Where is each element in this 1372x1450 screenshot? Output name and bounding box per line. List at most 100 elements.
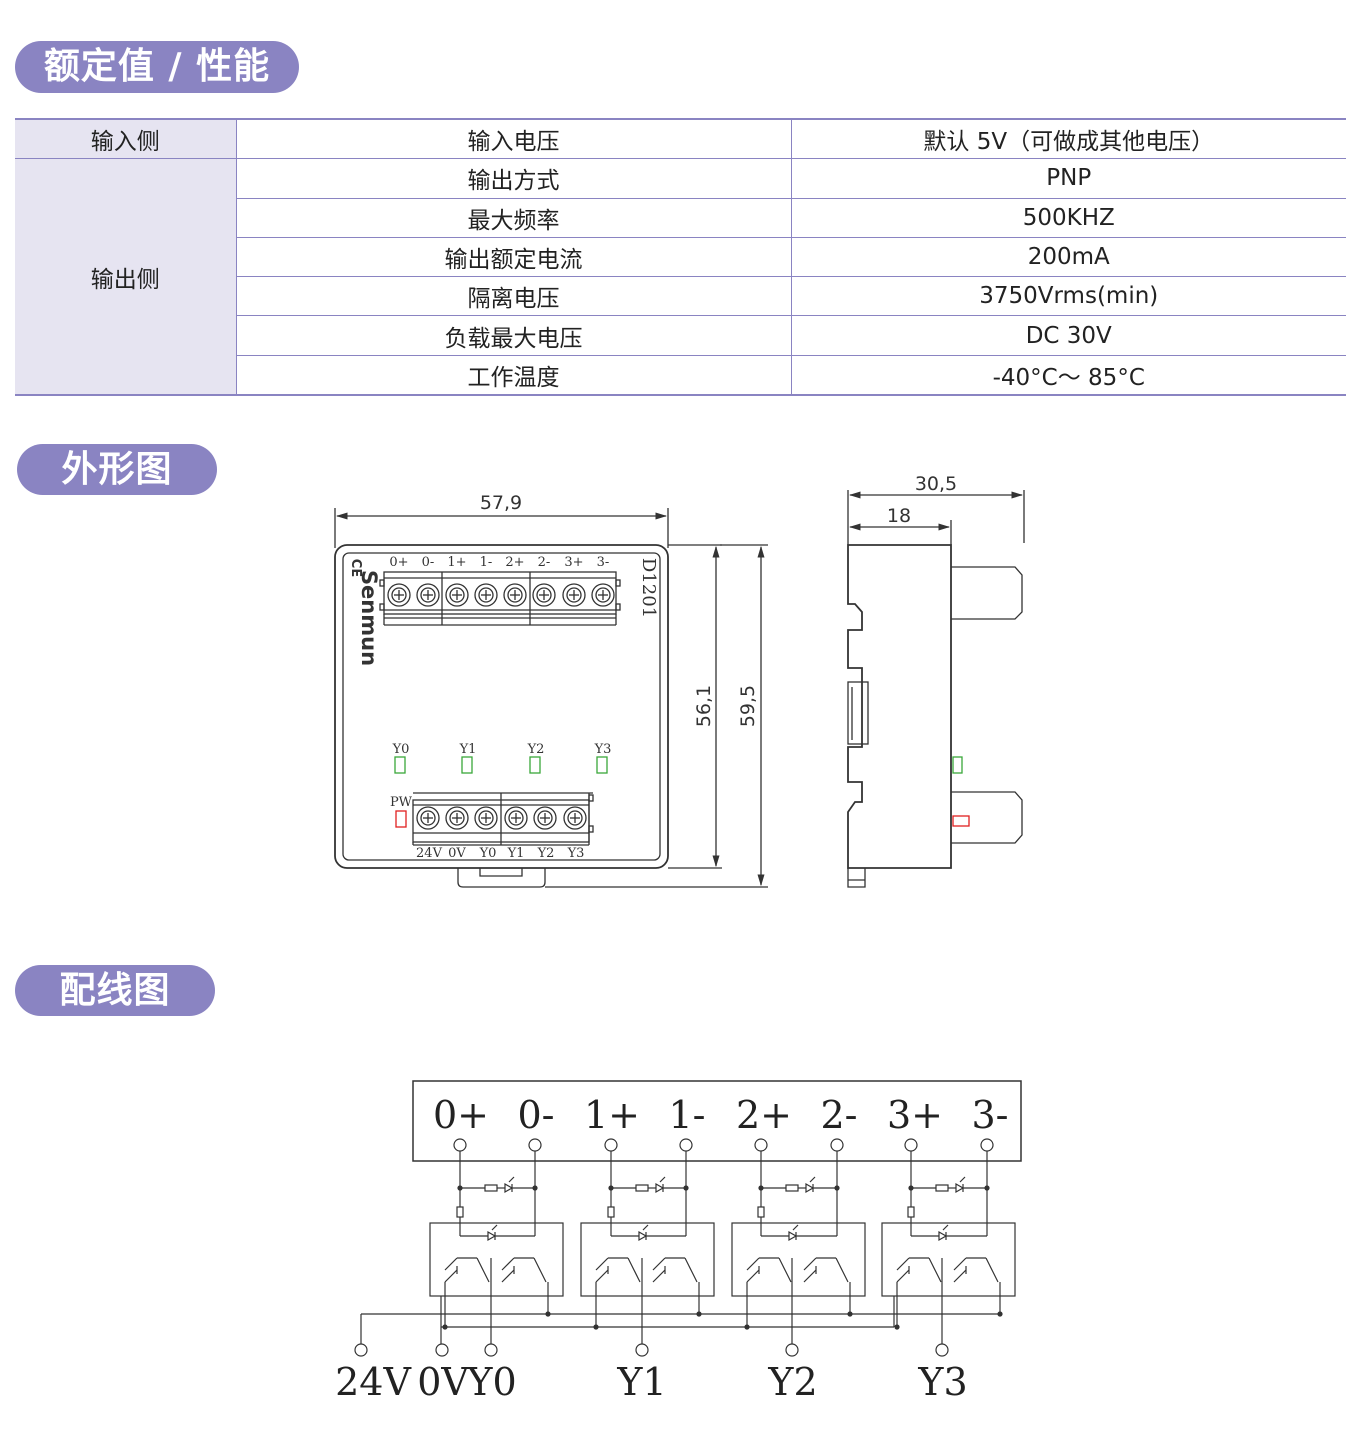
screw-icon — [532, 583, 556, 607]
terminal-label: Y3 — [567, 846, 585, 861]
screw-icon — [387, 583, 411, 607]
input-terminal — [453, 1138, 467, 1152]
brand-logo: Senmun — [357, 570, 381, 666]
rail-depth-label: 18 — [887, 505, 911, 527]
table-row: 输入侧 输入电压 默认 5V（可做成其他电压） — [15, 119, 1346, 160]
output-label: Y3 — [917, 1360, 967, 1404]
input-terminal — [980, 1138, 994, 1152]
terminal-label: 2+ — [505, 555, 524, 570]
inner-height-label: 56,1 — [693, 685, 715, 727]
table-row: 输出额定电流 200mA — [15, 237, 1346, 278]
value-cell: PNP — [791, 158, 1346, 199]
front-view — [334, 508, 768, 888]
output-label: Y2 — [767, 1360, 817, 1404]
param-cell: 输出额定电流 — [236, 237, 792, 278]
module-body — [334, 544, 669, 869]
model-label: D1201 — [638, 558, 659, 618]
input-terminal — [830, 1138, 844, 1152]
output-label: Y1 — [616, 1360, 666, 1404]
optocoupler — [580, 1222, 715, 1297]
side-profile — [847, 544, 952, 869]
led-y1 — [461, 756, 473, 774]
terminal-label: 0V — [448, 846, 466, 861]
value-cell: 3750Vrms(min) — [791, 276, 1346, 317]
led-pw — [395, 810, 407, 828]
screw-icon — [504, 806, 528, 830]
terminal-label: 0- — [422, 555, 435, 570]
input-terminal — [528, 1138, 542, 1152]
output-label: 24V — [335, 1360, 411, 1404]
side-terminal-bottom — [951, 791, 1023, 844]
isolation-channel — [429, 1138, 564, 1344]
output-terminal-24v — [354, 1343, 368, 1357]
optocoupler — [731, 1222, 866, 1297]
output-terminal-0v — [435, 1343, 449, 1357]
screw-icon — [474, 583, 498, 607]
table-row: 隔离电压 3750Vrms(min) — [15, 276, 1346, 317]
top-terminal-block — [383, 571, 617, 615]
output-terminal-y3 — [935, 1343, 949, 1357]
output-terminal-y2 — [785, 1343, 799, 1357]
isolation-channel — [881, 1138, 1016, 1344]
led-y3 — [596, 756, 608, 774]
input-label: 1+ — [584, 1093, 640, 1137]
isolation-channel — [731, 1138, 866, 1344]
param-cell: 最大频率 — [236, 198, 792, 238]
terminal-label: Y0 — [479, 846, 497, 861]
led-y0 — [394, 756, 406, 774]
width-label: 57,9 — [480, 492, 522, 514]
value-cell: -40°C～ 85°C — [791, 355, 1346, 396]
ce-mark: CE — [348, 559, 363, 577]
output-side-label: 输出侧 — [15, 158, 237, 396]
screw-icon — [563, 806, 587, 830]
value-cell: 默认 5V（可做成其他电压） — [791, 119, 1346, 160]
terminal-label: Y1 — [507, 846, 525, 861]
input-label: 1- — [668, 1093, 705, 1137]
terminal-label: 3- — [597, 555, 610, 570]
section-title-rating: 额定值 / 性能 — [15, 41, 299, 93]
led-label: Y3 — [594, 742, 612, 757]
terminal-label: 1+ — [447, 555, 466, 570]
value-cell: 500KHZ — [791, 198, 1346, 238]
screw-icon — [503, 583, 527, 607]
table-row: 输出侧 输出方式 PNP — [15, 158, 1346, 396]
side-view — [847, 490, 1025, 888]
isolation-channel — [580, 1138, 715, 1344]
screw-icon — [591, 583, 615, 607]
terminal-label: 24V — [416, 846, 443, 861]
depth-label: 30,5 — [915, 473, 957, 495]
led-y2 — [529, 756, 541, 774]
input-terminal — [604, 1138, 618, 1152]
table-row: 最大频率 500KHZ — [15, 198, 1346, 238]
output-terminal-y0 — [484, 1343, 498, 1357]
screw-icon — [533, 806, 557, 830]
screw-icon — [445, 583, 469, 607]
param-cell: 输出方式 — [236, 158, 792, 199]
screw-icon — [562, 583, 586, 607]
terminal-label: 0+ — [389, 555, 408, 570]
side-terminal-top — [951, 566, 1023, 620]
din-clip — [457, 868, 546, 888]
input-label: 2+ — [736, 1093, 792, 1137]
input-label: 3+ — [887, 1093, 943, 1137]
output-label: Y0 — [466, 1360, 516, 1404]
outer-height-label: 59,5 — [737, 685, 759, 727]
optocoupler — [429, 1222, 564, 1297]
screw-icon — [416, 583, 440, 607]
table-row: 工作温度 -40°C～ 85°C — [15, 355, 1346, 396]
led-label: Y2 — [527, 742, 545, 757]
input-terminal-block — [412, 1080, 1022, 1162]
front-view-labels: 57,9 56,1 59,5 Senmun CE D1201 0+ 0- 1+ … — [348, 492, 759, 861]
input-label: 2- — [820, 1093, 857, 1137]
table-row: 负载最大电压 DC 30V — [15, 315, 1346, 356]
led-label: Y1 — [459, 742, 477, 757]
wiring-labels: 0+ 0- 1+ 1- 2+ 2- 3+ 3- 24V 0V Y0 Y1 Y2 … — [335, 1093, 1008, 1404]
input-terminal — [754, 1138, 768, 1152]
output-terminal-y1 — [635, 1343, 649, 1357]
param-cell: 隔离电压 — [236, 276, 792, 317]
screw-icon — [416, 806, 440, 830]
output-label: 0V — [417, 1360, 469, 1404]
section-title-outline: 外形图 — [17, 444, 217, 495]
value-cell: 200mA — [791, 237, 1346, 278]
input-side-label: 输入侧 — [15, 119, 237, 160]
